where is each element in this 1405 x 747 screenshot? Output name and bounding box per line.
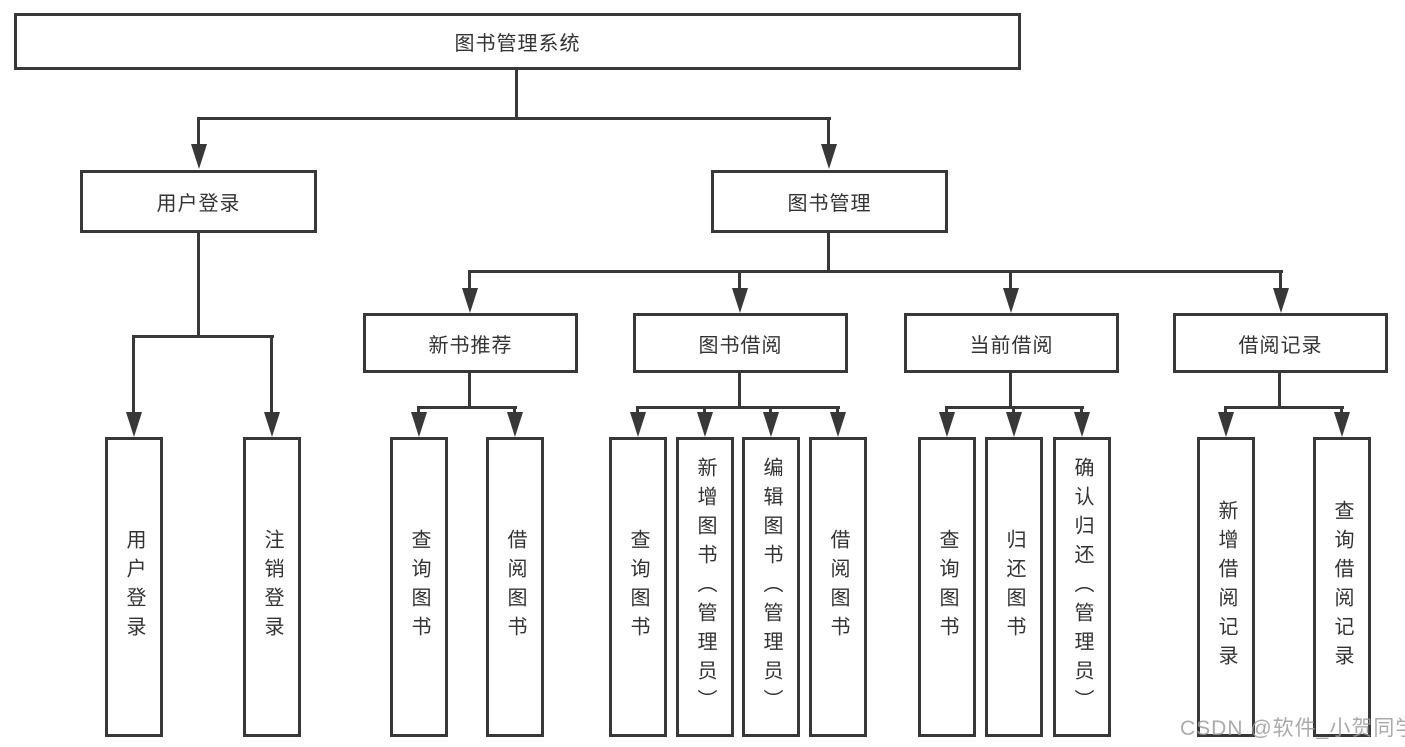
- node-book-management: 图书管理: [711, 170, 948, 233]
- leaf-confirm-return-admin: 确认归还（管理员）: [1053, 437, 1111, 737]
- connector-drop-new-book: [468, 270, 471, 289]
- node-new-book-recommend: 新书推荐: [363, 313, 578, 373]
- connector-drop-leaf: [1012, 406, 1015, 414]
- node-current-borrow: 当前借阅: [904, 313, 1119, 373]
- leaf-return-books: 归还图书: [985, 437, 1043, 737]
- arrow-down-icon: [830, 412, 846, 437]
- arrow-down-icon: [411, 412, 427, 437]
- connector-root-bar: [197, 117, 831, 120]
- connector-drop-leaf: [836, 406, 839, 414]
- connector-drop-login-leaf: [132, 335, 135, 414]
- connector-book-borrow-bar: [636, 406, 840, 409]
- connector-drop-leaf: [703, 406, 706, 414]
- arrow-down-icon: [1003, 288, 1019, 313]
- arrow-down-icon: [191, 144, 207, 169]
- connector-drop-leaf: [513, 406, 516, 414]
- connector-drop-leaf: [636, 406, 639, 414]
- connector-borrow-records-stem: [1278, 373, 1281, 409]
- connector-drop-leaf: [417, 406, 420, 414]
- arrow-down-icon: [1218, 412, 1234, 437]
- leaf-edit-books-admin: 编辑图书（管理员）: [742, 437, 800, 737]
- connector-borrow-records-bar: [1224, 406, 1344, 409]
- connector-drop-leaf: [1340, 406, 1343, 414]
- leaf-user-login: 用户登录: [105, 437, 163, 737]
- leaf-borrow-books: 借阅图书: [809, 437, 867, 737]
- connector-drop-leaf: [1224, 406, 1227, 414]
- leaf-query-borrow-record: 查询借阅记录: [1313, 437, 1371, 737]
- connector-book-borrow-stem: [738, 373, 741, 409]
- leaf-add-books-admin: 新增图书（管理员）: [676, 437, 734, 737]
- arrow-down-icon: [1006, 412, 1022, 437]
- arrow-down-icon: [821, 144, 837, 169]
- leaf-query-books: 查询图书: [390, 437, 448, 737]
- arrow-down-icon: [126, 412, 142, 437]
- connector-drop-leaf: [1080, 406, 1083, 414]
- leaf-logout: 注销登录: [243, 437, 301, 737]
- connector-drop-leaf: [769, 406, 772, 414]
- connector-drop-user-login: [197, 117, 200, 146]
- connector-drop-current-borrow: [1009, 270, 1012, 289]
- arrow-down-icon: [264, 412, 280, 437]
- node-borrow-records: 借阅记录: [1173, 313, 1388, 373]
- connector-user-login-stem: [197, 233, 200, 338]
- node-user-login: 用户登录: [80, 170, 317, 233]
- arrow-down-icon: [732, 288, 748, 313]
- arrow-down-icon: [763, 412, 779, 437]
- arrow-down-icon: [939, 412, 955, 437]
- arrow-down-icon: [462, 288, 478, 313]
- connector-book-mgmt-bar: [468, 270, 1283, 273]
- connector-current-borrow-stem: [1009, 373, 1012, 409]
- arrow-down-icon: [630, 412, 646, 437]
- connector-drop-book-management: [827, 117, 830, 146]
- node-book-borrow: 图书借阅: [633, 313, 848, 373]
- arrow-down-icon: [1074, 412, 1090, 437]
- connector-drop-borrow-records: [1279, 270, 1282, 289]
- connector-user-login-bar: [132, 335, 274, 338]
- connector-root-stem: [515, 70, 518, 118]
- leaf-query-books: 查询图书: [918, 437, 976, 737]
- connector-new-book-bar: [417, 406, 517, 409]
- arrow-down-icon: [697, 412, 713, 437]
- connector-new-book-stem: [468, 373, 471, 409]
- arrow-down-icon: [1334, 412, 1350, 437]
- leaf-borrow-books: 借阅图书: [486, 437, 544, 737]
- leaf-query-books: 查询图书: [609, 437, 667, 737]
- connector-drop-logout-leaf: [270, 335, 273, 414]
- csdn-watermark: CSDN @软件_小贺同学: [1180, 717, 1405, 740]
- node-library-system: 图书管理系统: [14, 13, 1021, 70]
- connector-book-mgmt-stem: [827, 233, 830, 273]
- connector-drop-book-borrow: [738, 270, 741, 289]
- arrow-down-icon: [507, 412, 523, 437]
- connector-drop-leaf: [945, 406, 948, 414]
- arrow-down-icon: [1273, 288, 1289, 313]
- leaf-add-borrow-record: 新增借阅记录: [1197, 437, 1255, 737]
